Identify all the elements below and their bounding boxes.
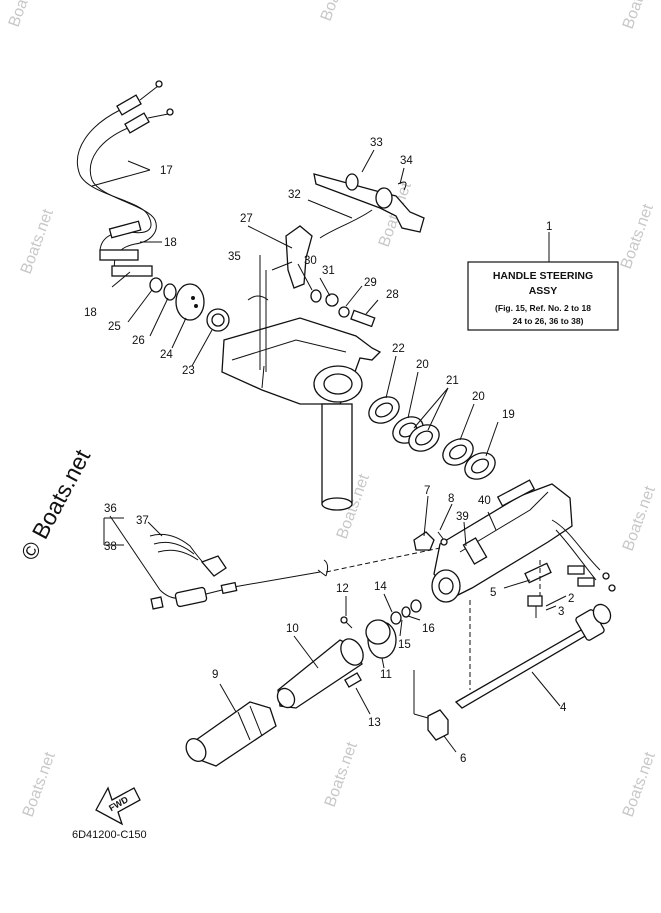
- part-number: 15: [398, 639, 411, 651]
- part-number: 13: [368, 717, 381, 729]
- washers: [368, 355, 499, 480]
- part-number: 39: [456, 511, 469, 523]
- part-number: 16: [422, 623, 435, 635]
- watermark: Boats.net: [620, 484, 659, 554]
- part-number: 30: [304, 255, 317, 267]
- part-number: 27: [240, 213, 253, 225]
- part-number: 4: [560, 702, 567, 714]
- part-number: 20: [416, 359, 429, 371]
- part-number: 2: [568, 593, 574, 605]
- part-number: 32: [288, 189, 301, 201]
- part-number-labels: 1 2 3 4 5 6 7 8 9 10 11 12 13 14 15 16 1…: [84, 137, 574, 765]
- shift-rod: [454, 603, 612, 709]
- part-number: 7: [424, 485, 430, 497]
- part-number: 35: [228, 251, 241, 263]
- part-number: 23: [182, 365, 195, 377]
- part-number: 28: [386, 289, 399, 301]
- assy-callout: HANDLE STEERING ASSY (Fig. 15, Ref. No. …: [467, 232, 619, 331]
- part-number: 18: [164, 237, 177, 249]
- part-number: 5: [490, 587, 496, 599]
- part-number: 1: [546, 221, 552, 233]
- part-number: 9: [212, 669, 218, 681]
- part-number: 38: [104, 541, 117, 553]
- callout-note-2: 24 to 26, 36 to 38): [513, 316, 584, 326]
- part-number: 24: [160, 349, 173, 361]
- part-number: 12: [336, 583, 349, 595]
- part-number: 17: [160, 165, 173, 177]
- part-number: 29: [364, 277, 377, 289]
- inner-grip: [276, 635, 364, 709]
- watermark: Boats.net: [20, 750, 59, 820]
- watermark: Boats.net: [620, 750, 659, 820]
- watermark: Boats.net: [18, 207, 57, 277]
- watermark-large: ©: [15, 537, 46, 564]
- part-number: 31: [322, 265, 335, 277]
- outer-grip: [185, 683, 277, 767]
- part-number: 40: [478, 495, 491, 507]
- callout-subtitle: ASSY: [529, 285, 558, 297]
- part-number: 6: [460, 753, 466, 765]
- fwd-arrow: FWD: [95, 786, 141, 826]
- throttle-cables: [76, 80, 174, 288]
- part-number: 25: [108, 321, 121, 333]
- part-number: 21: [446, 375, 459, 387]
- watermark-large-text: Boats.net: [27, 445, 96, 544]
- part-number: 19: [502, 409, 515, 421]
- part-number: 11: [380, 669, 392, 681]
- part-number: 37: [136, 515, 149, 527]
- grip-fasteners: [340, 593, 422, 715]
- diagram-code: 6D41200-C150: [72, 829, 147, 841]
- part-number: 10: [286, 623, 299, 635]
- part-number: 36: [104, 503, 117, 515]
- part-number: 20: [472, 391, 485, 403]
- watermark: Boats.net: [6, 0, 45, 29]
- handle-body: [325, 479, 616, 690]
- stop-switch: [103, 515, 329, 610]
- watermark: Boats.net: [620, 0, 659, 31]
- part-number: 22: [392, 343, 405, 355]
- callout-title: HANDLE STEERING: [493, 270, 593, 282]
- watermark: Boats.net: [318, 0, 357, 23]
- part-number: 26: [132, 335, 145, 347]
- steering-bracket: [221, 255, 382, 511]
- cable-fittings: [127, 277, 230, 367]
- clip: [413, 670, 457, 753]
- watermark: Boats.net: [322, 740, 361, 810]
- part-number: 18: [84, 307, 97, 319]
- watermark: Boats.net: [618, 202, 657, 272]
- link-rod: [307, 149, 425, 239]
- part-number: 14: [374, 581, 387, 593]
- part-number: 34: [400, 155, 413, 167]
- part-number: 33: [370, 137, 383, 149]
- lever-assembly: [247, 225, 379, 328]
- part-number: 8: [448, 493, 454, 505]
- small-bolts: [413, 495, 453, 551]
- callout-note-1: (Fig. 15, Ref. No. 2 to 18: [495, 303, 591, 313]
- bracket-bolts: [503, 579, 567, 618]
- part-number: 3: [558, 606, 564, 618]
